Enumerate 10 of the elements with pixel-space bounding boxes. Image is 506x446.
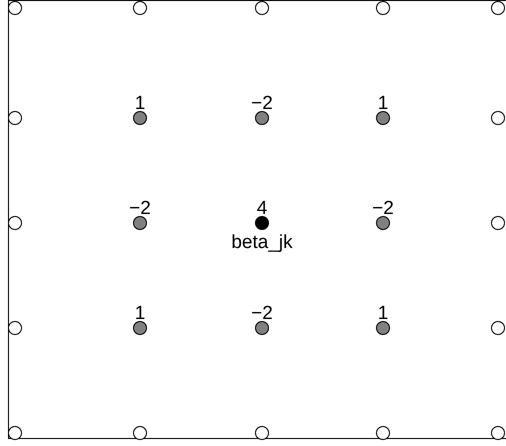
weight-label: 1	[134, 94, 146, 113]
weight-label: 4	[256, 199, 268, 218]
weight-label: 1	[378, 94, 388, 113]
weight-label: −2	[251, 94, 273, 113]
weight-label: −2	[372, 199, 394, 218]
weight-label: −2	[251, 304, 273, 323]
point-label: beta_jk	[231, 233, 293, 252]
weight-label: 1	[378, 304, 388, 323]
weight-label: 1	[134, 304, 146, 323]
weight-label: −2	[129, 199, 151, 218]
